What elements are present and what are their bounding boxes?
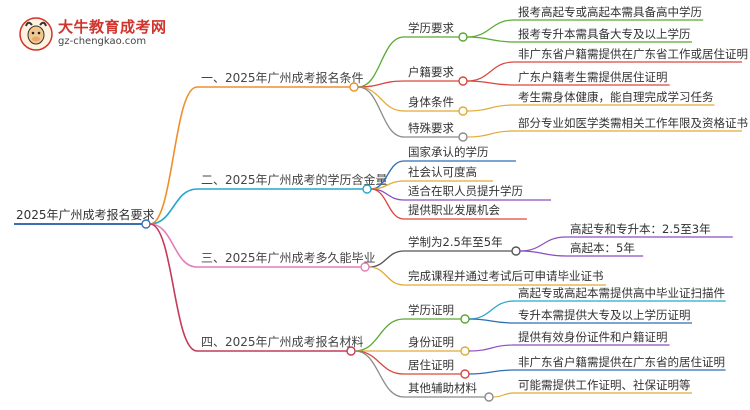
branch-connector [149, 188, 198, 225]
subtopic-label: 国家承认的学历 [408, 145, 489, 159]
subtopic-node [511, 246, 521, 256]
subtopic-label: 提供职业发展机会 [408, 203, 500, 217]
leaf-connector [468, 344, 515, 352]
subtopic-node [458, 132, 468, 142]
subtopic-connector [354, 318, 405, 352]
subtopic-label: 身份证明 [408, 335, 454, 349]
leaf-connector [468, 369, 515, 375]
branch-connector [149, 223, 198, 268]
subtopic-label: 适合在职人员提升学历 [408, 184, 523, 198]
leaf-connector [466, 36, 515, 43]
leaf-connector [468, 318, 515, 324]
leaf-connector [466, 104, 515, 112]
leaf-connector [492, 392, 515, 398]
leaf-connector [466, 80, 515, 86]
leaf-connector [466, 19, 515, 38]
root-node [141, 219, 151, 229]
branch-node [346, 346, 356, 356]
branch-node [349, 82, 359, 92]
subtopic-label: 学历证明 [408, 303, 454, 317]
branch-connector [149, 223, 198, 352]
subtopic-label: 户籍要求 [408, 65, 454, 79]
subtopic-label: 学历要求 [408, 21, 454, 35]
leaf-label: 考生需身体健康，能自理完成学习任务 [518, 90, 714, 104]
leaf-label: 部分专业如医学类需相关工作年限及资格证书 [518, 116, 748, 130]
leaf-label: 高起本：5年 [570, 241, 635, 255]
subtopic-node [458, 106, 468, 116]
leaf-connector [519, 236, 567, 252]
leaf-connector [519, 250, 567, 257]
leaf-label: 高起专和专升本：2.5至3年 [570, 222, 711, 236]
subtopic-connector [370, 188, 405, 220]
subtopic-label: 其他辅助材料 [408, 381, 477, 395]
subtopic-label: 学制为2.5年至5年 [408, 235, 503, 249]
subtopic-label: 居住证明 [408, 358, 454, 372]
subtopic-node [460, 346, 470, 356]
leaf-label: 报考专升本需具备大专及以上学历 [518, 27, 691, 41]
leaf-connector [466, 130, 515, 138]
subtopic-connector [354, 350, 405, 375]
leaf-connector [468, 300, 515, 320]
subtopic-connector [357, 80, 405, 88]
subtopic-label: 身体条件 [408, 95, 454, 109]
logo-url: gz-chengkao.com [58, 36, 147, 47]
leaf-label: 提供有效身份证件和户籍证明 [518, 330, 668, 344]
subtopic-label: 特殊要求 [408, 121, 454, 135]
branch-label: 四、2025年广州成考报名材料 [201, 334, 364, 349]
leaf-label: 报考高起专或高起本需具备高中学历 [518, 5, 702, 19]
branch-label: 一、2025年广州成考报名条件 [201, 70, 364, 85]
branch-node [360, 262, 370, 272]
leaf-label: 广东户籍考生需提供居住证明 [518, 70, 668, 84]
subtopic-node [458, 76, 468, 86]
branch-connector [149, 86, 198, 225]
leaf-label: 非广东省户籍需提供在广东省工作或居住证明 [518, 47, 748, 61]
subtopic-connector [357, 36, 405, 88]
subtopic-node [460, 314, 470, 324]
subtopic-connector [368, 250, 405, 268]
leaf-label: 非广东省户籍需提供在广东省的居住证明 [518, 355, 725, 369]
subtopic-label: 社会认可度高 [408, 165, 477, 179]
branch-node [362, 184, 372, 194]
subtopic-connector [357, 86, 405, 138]
subtopic-node [484, 392, 494, 402]
leaf-connector [466, 61, 515, 82]
root-label: 2025年广州成考报名要求 [16, 207, 155, 222]
leaf-label: 高起专或高起本需提供高中毕业证扫描件 [518, 286, 725, 300]
leaf-label: 可能需提供工作证明、社保证明等 [518, 378, 691, 392]
subtopic-connector [354, 350, 405, 398]
leaf-label: 专升本需提供大专及以上学历证明 [518, 308, 691, 322]
subtopic-connector [368, 266, 405, 286]
branch-label: 三、2025年广州成考多久能毕业 [201, 251, 376, 265]
subtopic-node [460, 369, 470, 379]
logo-title: 大牛教育成考网 [58, 18, 167, 36]
bull-mascot-icon [19, 17, 53, 51]
site-logo[interactable]: 大牛教育成考网 gz-chengkao.com [18, 14, 168, 54]
subtopic-connector [357, 86, 405, 112]
subtopic-node [458, 32, 468, 42]
subtopic-label: 完成课程并通过考试后可申请毕业证书 [408, 269, 604, 283]
branch-label: 二、2025年广州成考的学历含金量 [201, 172, 388, 187]
